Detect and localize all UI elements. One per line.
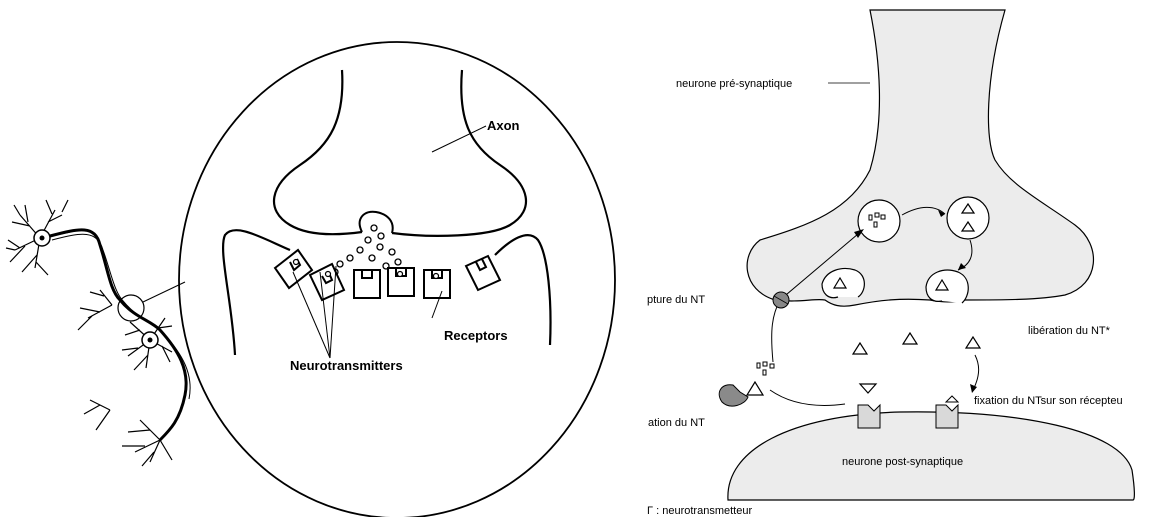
capture-label: pture du NT [647, 294, 705, 306]
cleft-neurotransmitters [853, 333, 980, 393]
vesicle-empty [858, 200, 900, 242]
receptor-6 [466, 256, 500, 290]
receptors-label: Receptors [444, 328, 508, 343]
receptor-1 [275, 250, 312, 288]
degradation-label: ation du NT [648, 417, 705, 429]
nt-precursors-cleft [757, 362, 774, 375]
liberation-label: libération du NT* [1028, 325, 1111, 337]
neuron-illustration [6, 200, 190, 466]
neurotransmitters-label: Neurotransmitters [290, 358, 403, 373]
footnote-label: Γ : neurotransmetteur [647, 505, 752, 517]
degrading-enzyme [719, 385, 748, 406]
postsynaptic-label: neurone post-synaptique [842, 456, 963, 468]
arrow-binding [974, 355, 979, 388]
docked-vesicle-right [926, 270, 968, 303]
receptor-3 [354, 270, 380, 298]
axon-leader [432, 126, 486, 152]
axon-terminal-right [392, 70, 526, 236]
receptors [275, 250, 500, 300]
post-receptor-2 [936, 405, 958, 428]
axon-label: Axon [487, 118, 520, 133]
arrow-degradation [770, 390, 845, 405]
synapse-schematic: neurone pré-synaptique pture du NT libér… [647, 10, 1134, 517]
post-receptor-1 [858, 405, 880, 428]
axon-terminal-left [274, 70, 362, 234]
magnified-synapse: Axon Receptors Neurotransmitters [179, 42, 615, 517]
zoom-indicator [118, 295, 144, 321]
receptor-2 [310, 264, 344, 300]
post-membrane-left [223, 230, 290, 355]
presynaptic-neuron [747, 10, 1093, 306]
presynaptic-label: neurone pré-synaptique [676, 78, 792, 90]
fixation-label: fixation du NTsur son récepteu [974, 395, 1123, 407]
